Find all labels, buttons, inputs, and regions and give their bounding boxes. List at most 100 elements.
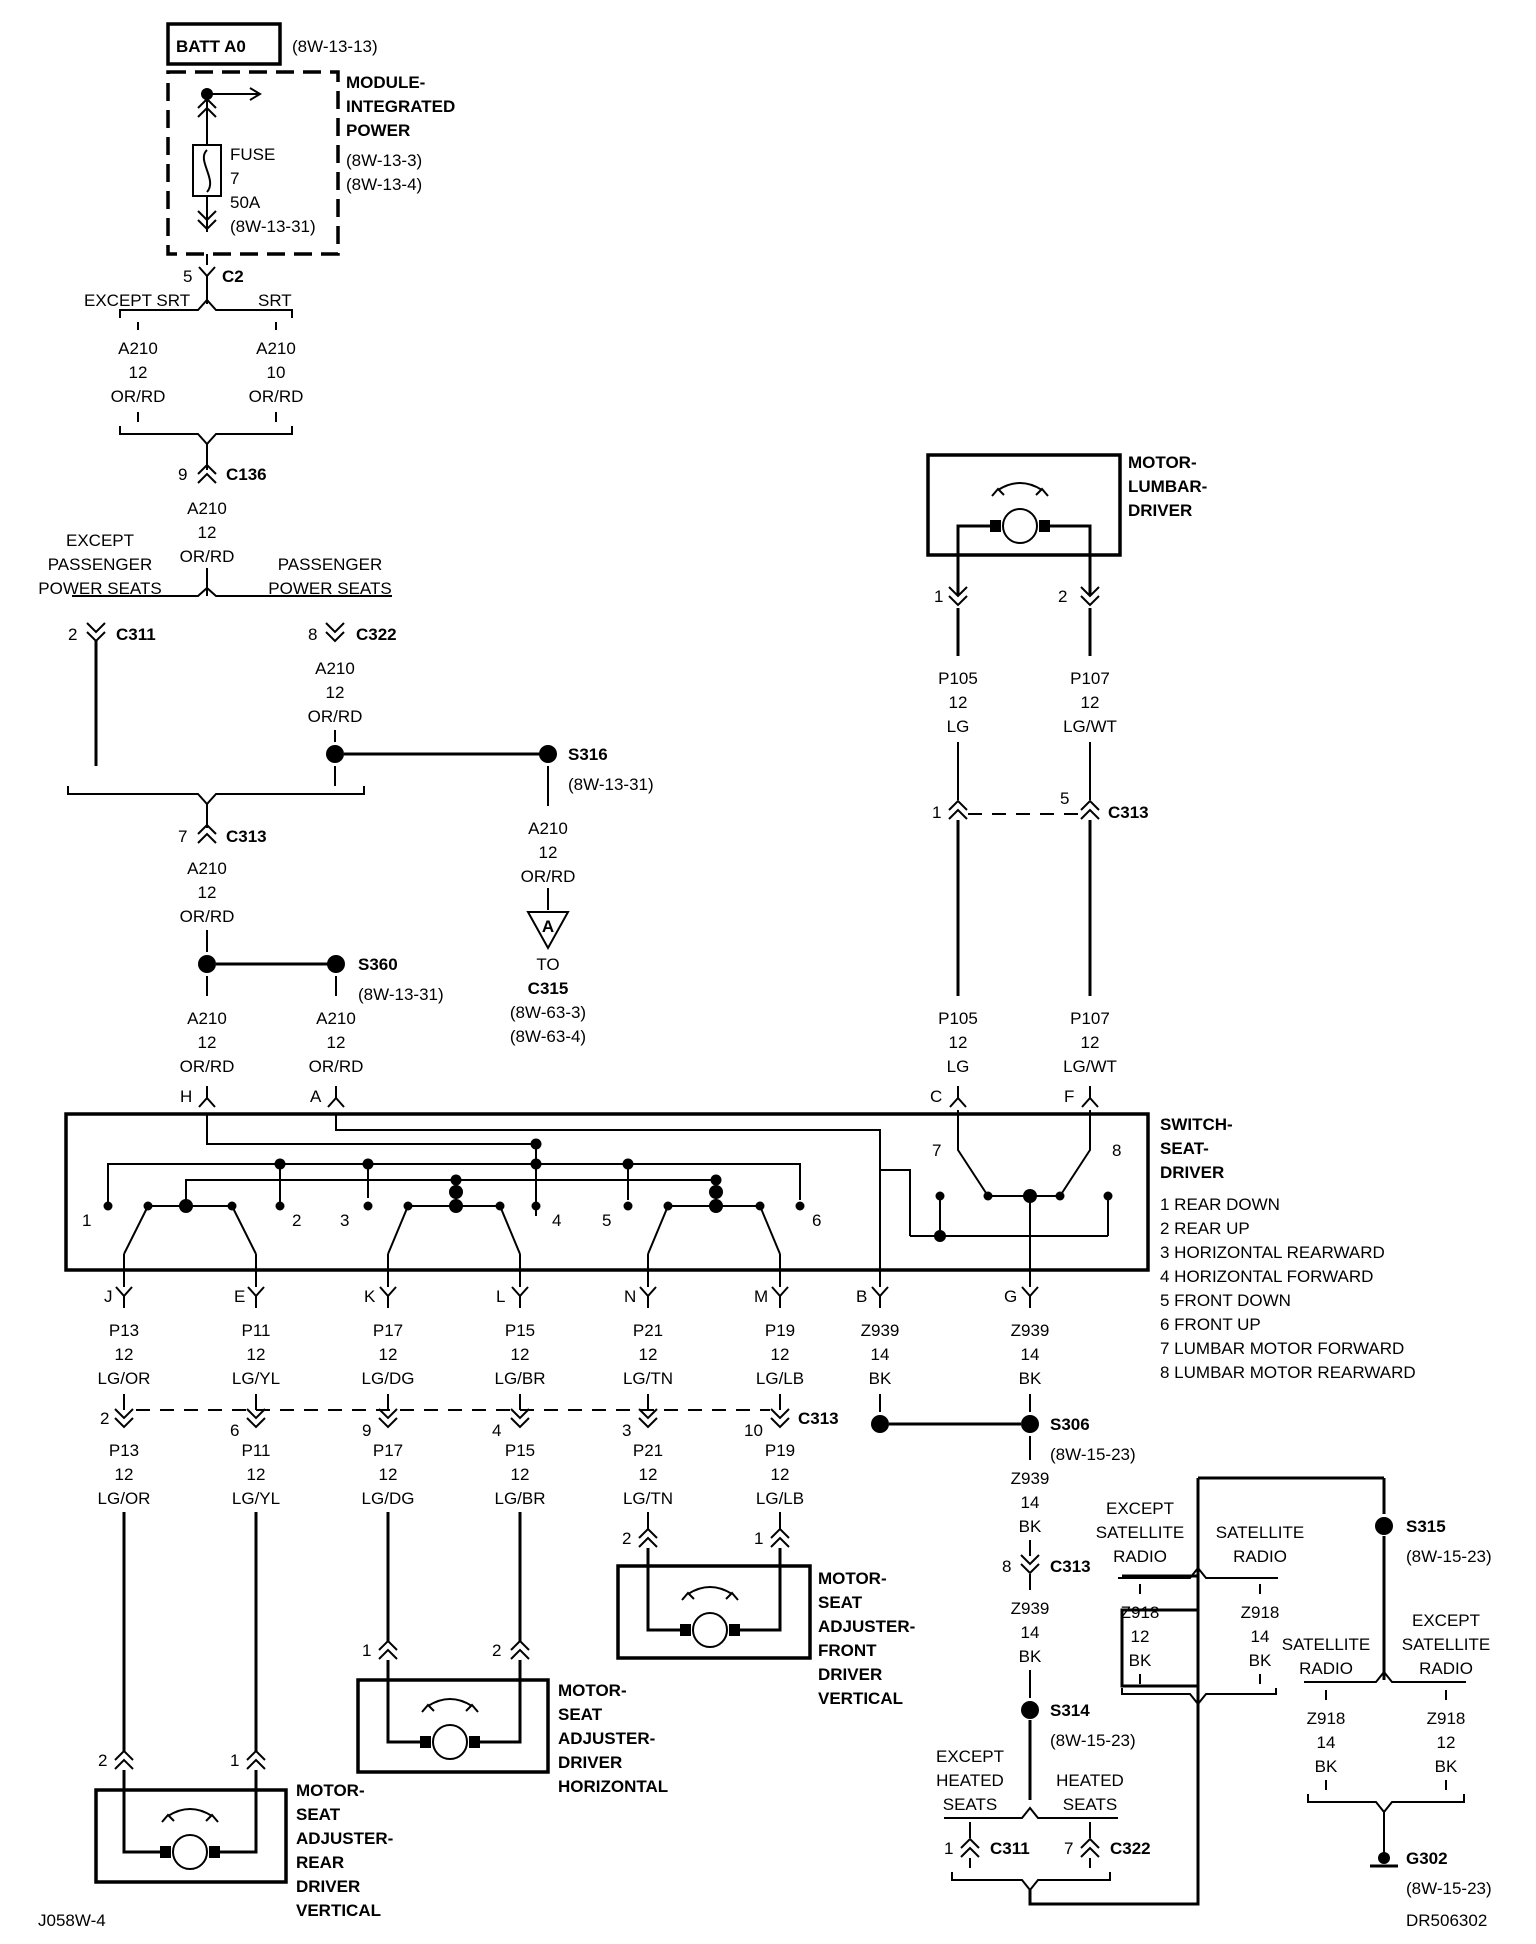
except-satellite-label-2: SATELLITE xyxy=(1096,1523,1185,1542)
fuse-number: 7 xyxy=(230,169,239,188)
legend-item: 8 LUMBAR MOTOR REARWARD xyxy=(1160,1363,1416,1382)
c322-bottom-pin: 7 xyxy=(1064,1839,1073,1858)
wire-label: A210 xyxy=(187,859,227,878)
wire-label: Z918 xyxy=(1121,1603,1160,1622)
c313-a210-name: C313 xyxy=(226,827,267,846)
motor-lumbar-pin-1: 1 xyxy=(934,587,943,606)
switch-pin-l: L xyxy=(496,1287,505,1306)
wire-z918-a: Z918 12 BK xyxy=(1121,1603,1160,1670)
wire-gauge: 12 xyxy=(198,1033,217,1052)
wire-label: P11 xyxy=(242,1441,271,1460)
footer-left-code: J058W-4 xyxy=(38,1911,106,1930)
c313-pin-6: 6 xyxy=(230,1421,239,1440)
wire-color: BK xyxy=(1019,1517,1042,1536)
contact-4: 4 xyxy=(552,1211,561,1230)
s306-ref: (8W-15-23) xyxy=(1050,1445,1136,1464)
wire-a210-s316: A210 12 OR/RD xyxy=(521,819,576,886)
heated-label-1: HEATED xyxy=(1056,1771,1124,1790)
wire-label: P107 xyxy=(1070,1009,1110,1028)
heated-label-2: SEATS xyxy=(1063,1795,1117,1814)
motor-lumbar-box xyxy=(926,453,1122,596)
s360-splice xyxy=(327,955,345,973)
switch-pin-f: F xyxy=(1064,1087,1074,1106)
c313-bottom-name: C313 xyxy=(798,1409,839,1428)
switch-pin-j: J xyxy=(104,1287,113,1306)
except-heated-label-2: HEATED xyxy=(936,1771,1004,1790)
wire-label: A210 xyxy=(315,659,355,678)
wire-label: P15 xyxy=(505,1441,535,1460)
switch-wire-p19: P19 12 LG/LB xyxy=(756,1321,804,1388)
satellite-label-1: SATELLITE xyxy=(1216,1523,1305,1542)
c313-pin-10: 10 xyxy=(744,1421,763,1440)
power-module-title-1: MODULE- xyxy=(346,73,425,92)
wire-p107-bot: P107 12 LG/WT xyxy=(1063,1009,1117,1076)
to-c315-ref-2: (8W-63-4) xyxy=(510,1027,586,1046)
wire-gauge: 12 xyxy=(1081,693,1100,712)
wire-gauge: 14 xyxy=(871,1345,890,1364)
contact-6: 6 xyxy=(812,1211,821,1230)
c313-pin-4: 4 xyxy=(492,1421,501,1440)
c313-lumbar-pin-1: 1 xyxy=(932,803,941,822)
motor-rear-title-2: SEAT xyxy=(296,1805,341,1824)
contact-7: 7 xyxy=(932,1141,941,1160)
g302-name: G302 xyxy=(1406,1849,1448,1868)
c311-bottom-name: C311 xyxy=(990,1839,1030,1858)
wire-gauge: 12 xyxy=(198,523,217,542)
motor-lumbar-pin-2: 2 xyxy=(1058,587,1067,606)
s360-ref: (8W-13-31) xyxy=(358,985,444,1004)
motor-rear-title-1: MOTOR- xyxy=(296,1781,365,1800)
wire-gauge: 12 xyxy=(949,693,968,712)
c136-name: C136 xyxy=(226,465,267,484)
except-satellite-label-1: EXCEPT xyxy=(1106,1499,1174,1518)
wire-label: Z939 xyxy=(1011,1321,1050,1340)
except-srt-label: EXCEPT SRT xyxy=(84,291,190,310)
wire-color: LG/DG xyxy=(362,1369,415,1388)
c313-a210-pin: 7 xyxy=(178,827,187,846)
switch-pin-g: G xyxy=(1004,1287,1017,1306)
wire-label: P13 xyxy=(109,1321,139,1340)
wire-gauge: 14 xyxy=(1021,1623,1040,1642)
wire-gauge: 14 xyxy=(1251,1627,1270,1646)
wire-color: OR/RD xyxy=(180,547,235,566)
legend-item: 2 REAR UP xyxy=(1160,1219,1250,1238)
passenger-label-2: POWER SEATS xyxy=(268,579,391,598)
wire-a210-c322: A210 12 OR/RD xyxy=(308,659,363,726)
wire-z918-d: Z918 12 BK xyxy=(1427,1709,1466,1776)
motor-wire-p15: P15 12 LG/BR xyxy=(494,1441,545,1508)
wire-p105-bot: P105 12 LG xyxy=(938,1009,978,1076)
motor-rear-pin-2: 2 xyxy=(98,1751,107,1770)
wire-color: LG/BR xyxy=(494,1489,545,1508)
wire-color: OR/RD xyxy=(180,1057,235,1076)
switch-pin-m: M xyxy=(754,1287,768,1306)
contact-1: 1 xyxy=(82,1211,91,1230)
wire-color: BK xyxy=(1129,1651,1152,1670)
s314-name: S314 xyxy=(1050,1701,1090,1720)
switch-pin-n: N xyxy=(624,1287,636,1306)
wire-z939-c313: Z939 14 BK xyxy=(1011,1599,1050,1666)
switch-pin-e: E xyxy=(234,1287,245,1306)
batt-label: BATT A0 xyxy=(176,37,246,56)
wire-color: OR/RD xyxy=(111,387,166,406)
wire-color: BK xyxy=(1435,1757,1458,1776)
s314-splice xyxy=(1021,1701,1039,1719)
wire-gauge: 12 xyxy=(511,1345,530,1364)
wire-label: P21 xyxy=(633,1441,663,1460)
wire-color: OR/RD xyxy=(521,867,576,886)
motor-horizontal-pin-1: 1 xyxy=(362,1641,371,1660)
c311-top-name: C311 xyxy=(116,625,156,644)
wire-label: P19 xyxy=(765,1441,795,1460)
wire-color: LG/OR xyxy=(98,1489,151,1508)
wire-label: Z918 xyxy=(1241,1603,1280,1622)
c313-z939-name: C313 xyxy=(1050,1557,1091,1576)
power-module-title-3: POWER xyxy=(346,121,410,140)
c2-pin: 5 xyxy=(183,267,192,286)
switch-wire-p15: P15 12 LG/BR xyxy=(494,1321,545,1388)
except-passenger-label-2: PASSENGER xyxy=(48,555,153,574)
power-module-title-2: INTEGRATED xyxy=(346,97,455,116)
motor-horizontal-title-1: MOTOR- xyxy=(558,1681,627,1700)
satellite-right-label-1: SATELLITE xyxy=(1282,1635,1371,1654)
wire-color: LG/TN xyxy=(623,1369,673,1388)
wire-gauge: 12 xyxy=(198,883,217,902)
motor-icon xyxy=(989,482,1051,544)
wire-color: OR/RD xyxy=(309,1057,364,1076)
